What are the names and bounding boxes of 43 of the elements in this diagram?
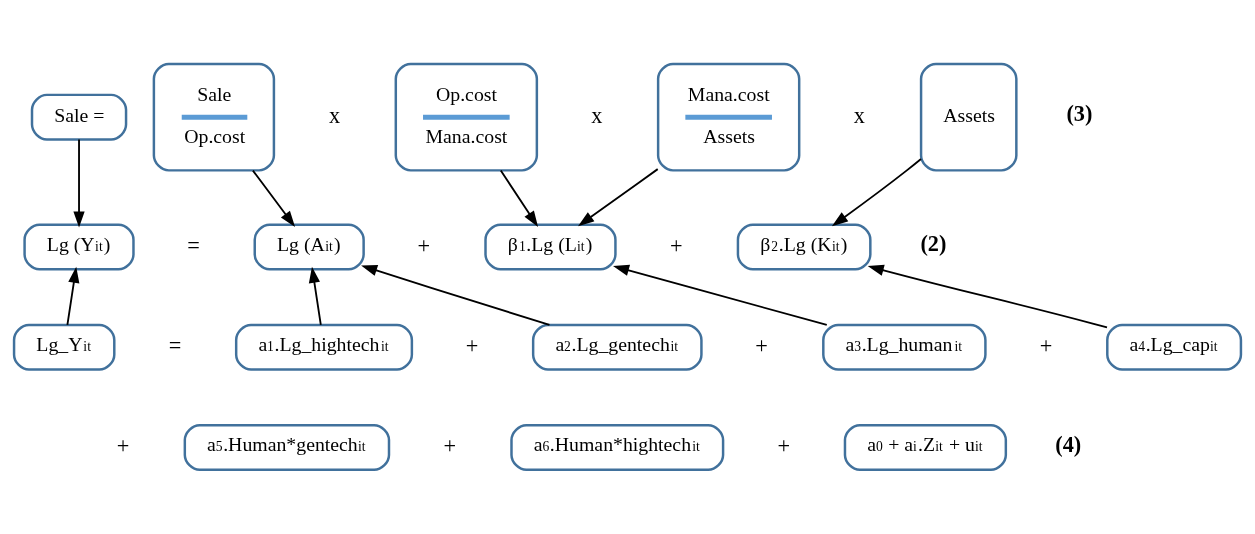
node-box: a2.Lg_gentechit [531, 323, 703, 371]
arrow [73, 138, 85, 228]
arrow [252, 169, 296, 227]
arrow [361, 264, 551, 326]
arrow [867, 264, 1108, 328]
node-box: a4.Lg_capit [1106, 323, 1243, 371]
label: = [168, 332, 182, 358]
label: + [465, 332, 479, 358]
node-box: Lg (Ait) [253, 223, 365, 271]
label: + [777, 432, 791, 458]
node-box: Lg (Yit) [23, 223, 135, 271]
label: (4) [1055, 431, 1082, 457]
label: + [669, 232, 683, 258]
label: + [417, 232, 431, 258]
label: + [755, 332, 768, 358]
node-box: a1.Lg_hightechit [234, 323, 414, 371]
arrow [66, 266, 80, 326]
arrow [613, 264, 828, 326]
arrow [308, 266, 322, 326]
node-box: β1.Lg (Lit) [484, 223, 617, 271]
label: x [591, 102, 603, 128]
node-box: a3.Lg_humanit [822, 323, 987, 371]
node-box: β2.Lg (Kit) [736, 223, 872, 271]
label: (2) [920, 230, 947, 256]
node-box: Mana.cost Assets [656, 62, 801, 172]
arrow [499, 169, 539, 227]
node-box: a5.Human*gentechit [183, 423, 391, 471]
label: (3) [1066, 100, 1093, 126]
node-box: Lg_Yit [12, 323, 116, 371]
node-box: Op.cost Mana.cost [394, 62, 539, 172]
arrow [831, 157, 922, 226]
label: x [328, 102, 341, 128]
arrow [578, 167, 659, 226]
node-box: a6.Human*hightechit [510, 423, 725, 471]
label: + [1039, 332, 1053, 358]
node-box: Sale Op.cost [152, 62, 276, 172]
label: = [187, 232, 200, 258]
label: + [443, 432, 456, 458]
node-box: Assets [919, 62, 1018, 172]
node-box: Sale = [30, 93, 128, 141]
node-box: a0 + ai.Zit + uit [843, 423, 1008, 471]
label: + [116, 432, 130, 458]
label: x [853, 102, 865, 128]
